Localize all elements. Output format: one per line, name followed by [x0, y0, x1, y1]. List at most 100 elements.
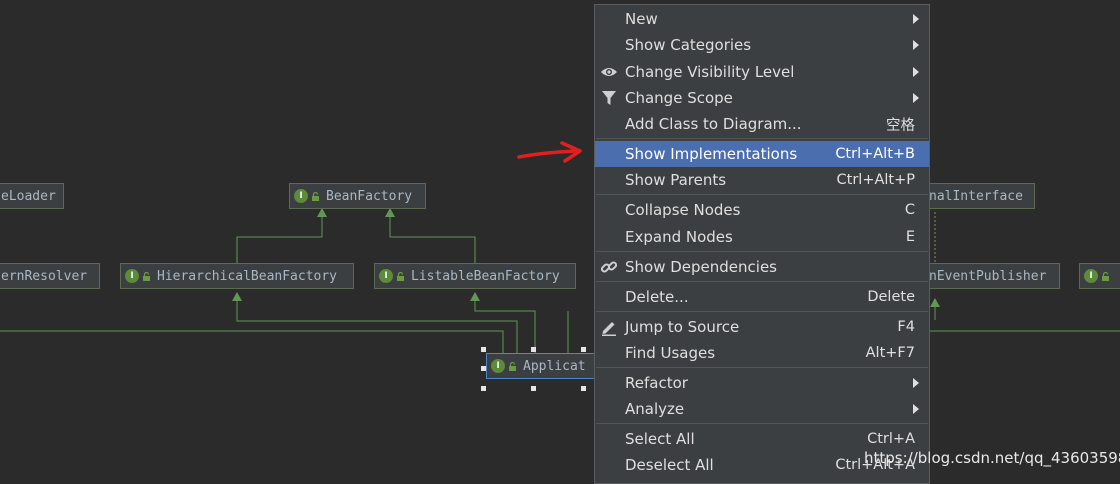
submenu-arrow-icon — [913, 67, 919, 77]
menu-item-label: Select All — [625, 430, 695, 448]
selection-handle[interactable] — [481, 366, 486, 371]
menu-item-deselect-all[interactable]: Deselect All Ctrl+Alt+A — [595, 452, 929, 478]
arrowhead-right — [930, 298, 940, 307]
menu-item-add-class-to-diagram[interactable]: Add Class to Diagram... 空格 — [595, 111, 929, 137]
menu-item-label: Expand Nodes — [625, 228, 733, 246]
menu-item-label: Show Categories — [625, 36, 752, 54]
lock-icon — [509, 361, 516, 371]
menu-item-expand-nodes[interactable]: Expand Nodes E — [595, 224, 929, 250]
menu-item-label: Show Implementations — [625, 145, 798, 163]
menu-item-select-all[interactable]: Select All Ctrl+A — [595, 426, 929, 452]
node-label: Applicat — [523, 358, 586, 374]
node-partial-right[interactable]: I — [1079, 263, 1120, 289]
edge-list-to-bf — [389, 217, 476, 264]
node-functional-interface[interactable]: nalInterface — [922, 183, 1035, 209]
menu-item-change-visibility-level[interactable]: Change Visibility Level — [595, 59, 929, 85]
menu-item-shortcut: Ctrl+Alt+A — [835, 457, 915, 473]
node-application-context[interactable]: I Applicat — [486, 353, 606, 379]
submenu-arrow-icon — [913, 378, 919, 388]
menu-item-label: Deselect All — [625, 456, 714, 474]
interface-icon: I — [379, 269, 393, 283]
menu-item-change-scope[interactable]: Change Scope — [595, 85, 929, 111]
edit-icon — [600, 318, 618, 336]
menu-item-shortcut: F4 — [897, 319, 915, 335]
menu-item-shortcut: Alt+F7 — [865, 345, 915, 361]
node-label: ernResolver — [1, 268, 88, 284]
interface-icon: I — [125, 269, 139, 283]
node-label: HierarchicalBeanFactory — [157, 268, 338, 284]
eye-icon — [600, 63, 618, 81]
selection-handle[interactable] — [581, 386, 586, 391]
selection-handle[interactable] — [531, 347, 536, 352]
submenu-arrow-icon — [913, 93, 919, 103]
menu-item-label: Delete... — [625, 288, 689, 306]
menu-item-show-parents[interactable]: Show Parents Ctrl+Alt+P — [595, 167, 929, 193]
submenu-arrow-icon — [913, 404, 919, 414]
node-label: nalInterface — [929, 188, 1023, 204]
menu-item-show-implementations[interactable]: Show Implementations Ctrl+Alt+B — [595, 141, 929, 167]
menu-separator — [596, 138, 928, 139]
selection-handle[interactable] — [531, 386, 536, 391]
menu-item-analyze[interactable]: Analyze — [595, 396, 929, 422]
menu-item-shortcut: Ctrl+A — [867, 431, 915, 447]
menu-item-label: Find Usages — [625, 344, 716, 362]
menu-item-shortcut: Delete — [867, 289, 915, 305]
node-label: ListableBeanFactory — [411, 268, 560, 284]
menu-item-jump-to-source[interactable]: Jump to Source F4 — [595, 314, 929, 340]
menu-item-label: Collapse Nodes — [625, 201, 741, 219]
node-listable-bean-factory[interactable]: I ListableBeanFactory — [374, 263, 576, 289]
node-hierarchical-bean-factory[interactable]: I HierarchicalBeanFactory — [120, 263, 354, 289]
menu-item-shortcut: Ctrl+Alt+B — [835, 146, 915, 162]
menu-item-label: Refactor — [625, 374, 688, 392]
menu-item-refactor[interactable]: Refactor — [595, 370, 929, 396]
edge-app-to-list — [474, 299, 536, 353]
lock-icon — [1102, 271, 1109, 281]
edge-app-to-hier — [236, 299, 518, 353]
menu-item-label: New — [625, 10, 658, 28]
menu-item-new[interactable]: New — [595, 6, 929, 32]
submenu-arrow-icon — [913, 14, 919, 24]
menu-separator — [596, 251, 928, 252]
selection-handle[interactable] — [581, 347, 586, 352]
menu-item-shortcut: C — [904, 202, 915, 218]
menu-separator — [596, 281, 928, 282]
arrowhead-hier — [232, 292, 242, 301]
menu-item-label: Change Visibility Level — [625, 63, 795, 81]
lock-icon — [312, 191, 319, 201]
arrowhead-bf-right — [385, 208, 395, 217]
menu-separator — [596, 367, 928, 368]
menu-item-shortcut: E — [905, 229, 915, 245]
selection-handle[interactable] — [481, 347, 486, 352]
menu-separator — [596, 423, 928, 424]
node-label: BeanFactory — [326, 188, 413, 204]
node-event-publisher[interactable]: nEventPublisher — [922, 263, 1060, 289]
interface-icon: I — [294, 189, 308, 203]
menu-item-shortcut: 空格 — [886, 117, 915, 134]
menu-item-label: Analyze — [625, 400, 685, 418]
menu-item-show-categories[interactable]: Show Categories — [595, 32, 929, 58]
lock-icon — [397, 271, 404, 281]
selection-handle[interactable] — [481, 386, 486, 391]
lock-icon — [143, 271, 150, 281]
menu-item-collapse-nodes[interactable]: Collapse Nodes C — [595, 197, 929, 223]
node-pattern-resolver[interactable]: ernResolver — [0, 263, 100, 289]
submenu-arrow-icon — [913, 40, 919, 50]
node-resource-loader[interactable]: eLoader — [0, 183, 64, 209]
filter-icon — [600, 89, 618, 107]
watermark: https://blog.csdn.net/qq_43603598 — [864, 449, 1120, 467]
context-menu: New Show Categories Change Visibility Le… — [594, 4, 930, 484]
edge-hier-to-bf — [236, 217, 323, 264]
menu-item-label: Add Class to Diagram... — [625, 115, 802, 133]
menu-item-find-usages[interactable]: Find Usages Alt+F7 — [595, 340, 929, 366]
menu-separator — [596, 311, 928, 312]
menu-item-show-dependencies[interactable]: Show Dependencies — [595, 254, 929, 280]
edge-left — [0, 330, 504, 353]
menu-item-delete[interactable]: Delete... Delete — [595, 284, 929, 310]
arrowhead-bf-left — [317, 208, 327, 217]
menu-item-shortcut: Ctrl+Alt+P — [836, 172, 915, 188]
menu-item-label: Change Scope — [625, 89, 733, 107]
node-bean-factory[interactable]: I BeanFactory — [289, 183, 426, 209]
arrowhead-list — [470, 292, 480, 301]
